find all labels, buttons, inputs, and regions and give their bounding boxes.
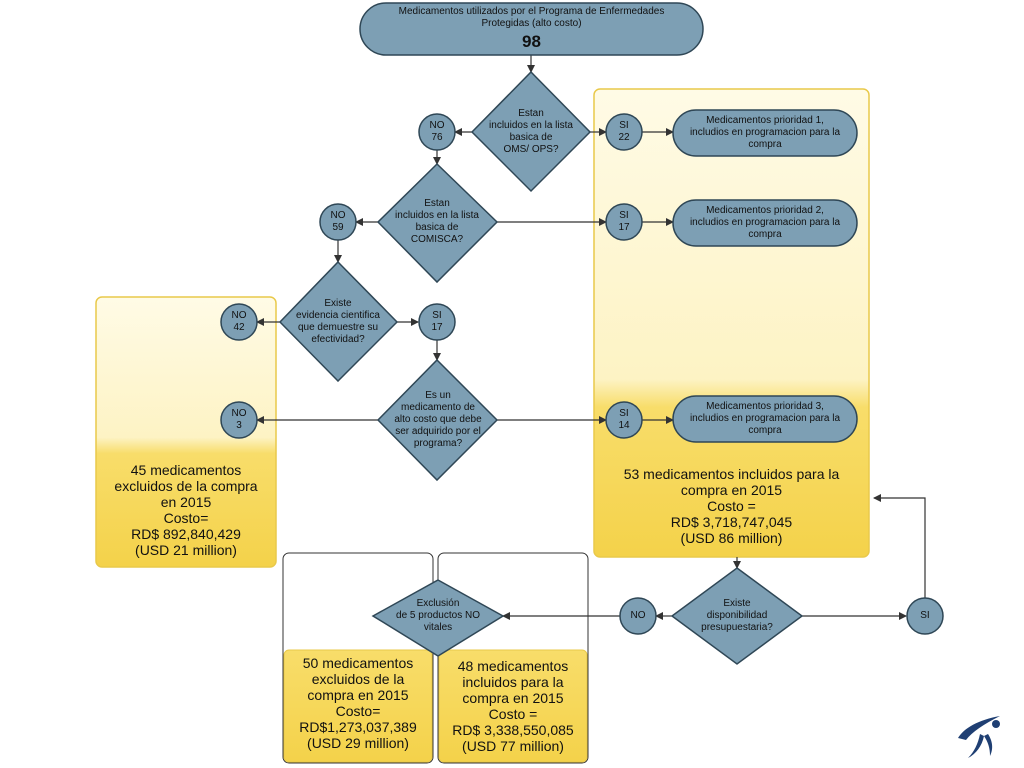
title-line-2: Protegidas (alto costo) — [481, 18, 582, 29]
decision-evidencia — [278, 260, 399, 383]
answer-si-budget-label: SI — [920, 610, 930, 621]
decision-oms-label: Estan incluidos en la lista basica de OM… — [489, 108, 573, 155]
priority-1-node — [672, 109, 858, 157]
decision-alto-costo-label: Es un medicamento de alto costo que debe… — [394, 390, 482, 449]
answer-no-3-label: NO 3 — [231, 408, 247, 431]
title-line-1: Medicamentos utilizados por el Programa … — [398, 6, 665, 17]
answer-si-budget — [906, 597, 944, 635]
decision-comisca-label: Estan incluidos en la lista basica de CO… — [395, 198, 479, 245]
answer-no-59 — [319, 203, 357, 241]
answer-no-76-label: NO 76 — [429, 120, 445, 143]
answer-si-17-comisca — [605, 203, 643, 241]
priority-2-node — [672, 199, 858, 247]
excluded-50-text: 50 medicamentos excluidos de la compra e… — [299, 655, 417, 751]
answer-no-budget — [619, 597, 657, 635]
panel-excluded-45 — [95, 296, 277, 568]
answer-si-14-label: SI 14 — [618, 408, 630, 431]
panel-excluded-50 — [283, 649, 433, 763]
decision-alto-costo — [376, 358, 499, 482]
title-node — [359, 2, 704, 56]
excluded-45-text: 45 medicamentos excluidos de la compra e… — [114, 462, 258, 558]
decision-exclusion — [371, 579, 505, 657]
priority-3-node — [672, 395, 858, 443]
answer-si-17-evidencia-label: SI 17 — [431, 310, 443, 333]
connectors — [256, 55, 926, 620]
answer-si-14 — [605, 401, 643, 439]
answer-si-17-evidencia — [418, 303, 456, 341]
title-label: Medicamentos utilizados por el Programa … — [362, 4, 701, 54]
decision-exclusion-label: Exclusión de 5 productos NO vitales — [396, 598, 480, 633]
decision-evidencia-label: Existe evidencia cientifica que demuestr… — [296, 298, 380, 345]
answer-si-22 — [605, 113, 643, 151]
included-48-text: 48 medicamentos incluidos para la compra… — [452, 658, 574, 754]
organization-logo-icon — [958, 716, 1000, 758]
answer-no-42 — [220, 303, 258, 341]
decision-oms — [470, 70, 592, 193]
answer-no-42-label: NO 42 — [231, 310, 247, 333]
decision-disponibilidad-label: Existe disponibilidad presupuestaria? — [701, 598, 773, 633]
answer-no-3 — [220, 401, 258, 439]
priority-2-label: Medicamentos prioridad 2, includios en p… — [689, 205, 841, 240]
answer-si-22-label: SI 22 — [618, 120, 630, 143]
panel-included-48 — [438, 649, 588, 763]
answer-no-59-label: NO 59 — [330, 210, 346, 233]
priority-1-label: Medicamentos prioridad 1, includios en p… — [689, 115, 841, 150]
answer-no-76 — [418, 113, 456, 151]
title-total: 98 — [522, 32, 541, 51]
decision-disponibilidad — [670, 567, 804, 665]
decision-comisca — [376, 162, 499, 284]
answer-no-budget-label: NO — [630, 610, 646, 621]
included-53-text: 53 medicamentos incluidos para la compra… — [623, 466, 840, 546]
answer-si-17-comisca-label: SI 17 — [618, 210, 630, 233]
priority-3-label: Medicamentos prioridad 3, includios en p… — [689, 401, 841, 436]
